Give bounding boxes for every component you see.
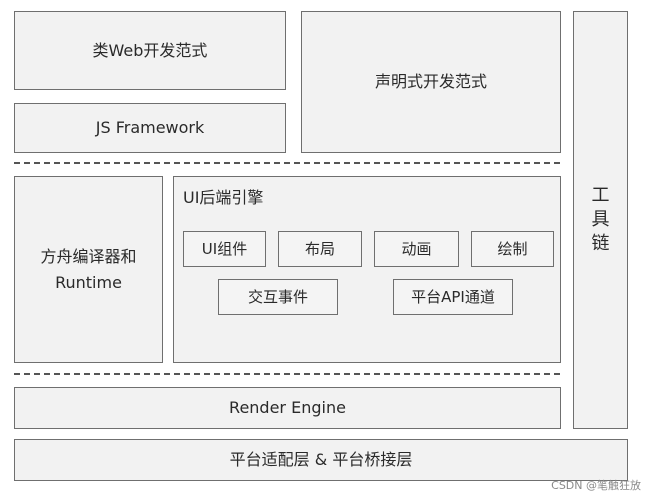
module-platform-api-channel: 平台API通道 (393, 279, 513, 315)
declarative-paradigm-box: 声明式开发范式 (301, 11, 561, 153)
compiler-runtime-box: 方舟编译器和 Runtime (14, 176, 163, 363)
module-interaction-events: 交互事件 (218, 279, 338, 315)
render-engine-label: Render Engine (229, 398, 346, 417)
toolchain-char-3: 链 (591, 233, 610, 255)
toolchain-char-1: 工 (591, 184, 610, 206)
compiler-runtime-line-1: 方舟编译器和 (40, 246, 137, 266)
web-dev-paradigm-box: 类Web开发范式 (14, 11, 286, 90)
module-drawing-label: 绘制 (497, 239, 528, 258)
module-animation: 动画 (374, 231, 459, 267)
module-drawing: 绘制 (471, 231, 554, 267)
toolchain-box: 工 具 链 (573, 11, 628, 429)
module-animation-label: 动画 (401, 239, 432, 258)
js-framework-box: JS Framework (14, 103, 286, 153)
toolchain-char-2: 具 (591, 208, 610, 230)
module-layout-label: 布局 (304, 239, 335, 258)
module-interaction-events-label: 交互事件 (247, 287, 308, 306)
declarative-paradigm-label: 声明式开发范式 (374, 72, 487, 91)
render-engine-box: Render Engine (14, 387, 561, 429)
platform-layer-label: 平台适配层 & 平台桥接层 (229, 450, 413, 469)
compiler-runtime-line-2: Runtime (55, 272, 122, 292)
js-framework-label: JS Framework (95, 118, 205, 137)
module-ui-components-label: UI组件 (201, 239, 248, 258)
module-layout: 布局 (278, 231, 362, 267)
watermark: CSDN @笔触狂放 (551, 479, 641, 492)
platform-layer-box: 平台适配层 & 平台桥接层 (14, 439, 628, 481)
module-platform-api-channel-label: 平台API通道 (411, 287, 495, 306)
ui-backend-engine-title: UI后端引擎 (183, 188, 264, 207)
module-ui-components: UI组件 (183, 231, 266, 267)
separator-top (14, 162, 560, 164)
web-dev-paradigm-label: 类Web开发范式 (92, 40, 208, 60)
separator-bottom (14, 373, 560, 375)
ui-backend-engine-box (173, 176, 561, 363)
